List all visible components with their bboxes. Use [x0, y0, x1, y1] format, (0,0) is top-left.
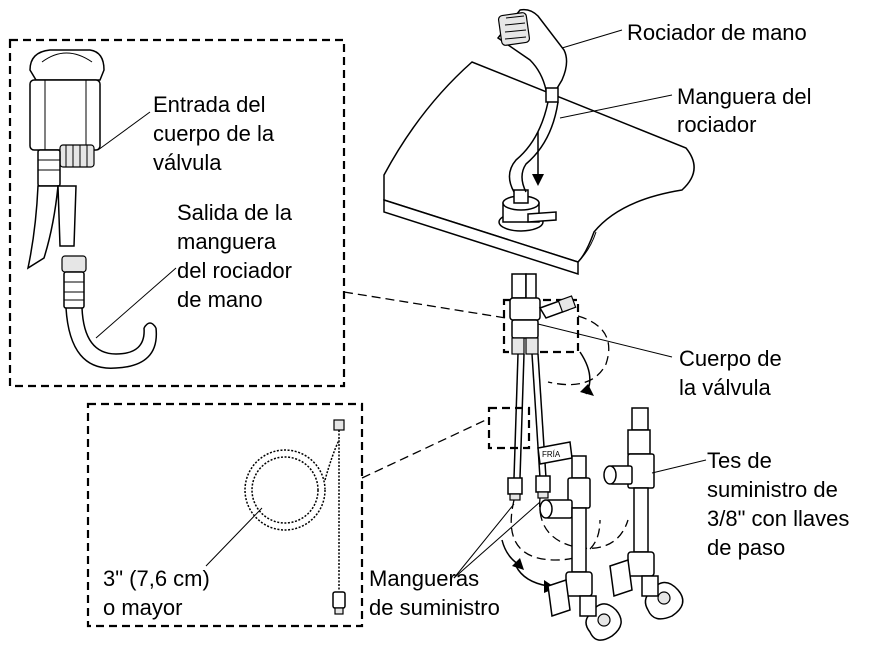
label-manguera-del-rociador: Manguera del rociador	[677, 84, 818, 137]
hose-focus-box	[487, 406, 531, 450]
sprayer-hose	[508, 101, 549, 193]
coiled-supply-hose	[244, 419, 346, 615]
label-tamano-manguera: 3" (7,6 cm) o mayor	[103, 566, 216, 620]
label-salida-manguera: Salida de la manguera del rociador de ma…	[177, 200, 298, 312]
leader-mangueras-2	[453, 501, 541, 579]
leader-entrada	[97, 111, 151, 151]
leader-cuerpo	[537, 323, 673, 358]
callout-line-valve	[343, 291, 507, 319]
leader-manguera	[559, 94, 673, 119]
supply-tee-left	[539, 455, 622, 641]
faucet-base	[498, 189, 557, 232]
leader-rociador	[561, 29, 623, 49]
label-rociador-de-mano: Rociador de mano	[627, 20, 807, 45]
insert-arrow	[532, 132, 544, 186]
inset-valve-detail	[8, 38, 346, 388]
supply-hoses: FRÍA	[507, 353, 573, 501]
label-entrada-cuerpo-valvula: Entrada del cuerpo de la válvula	[153, 92, 280, 175]
valve-body-closeup	[26, 49, 105, 270]
leader-mangueras-1	[453, 503, 515, 579]
inset-hose-frame	[86, 402, 364, 628]
valve-body	[509, 273, 577, 355]
inset-hose-detail	[86, 402, 364, 628]
label-cuerpo-de-la-valvula: Cuerpo de la válvula	[679, 346, 788, 400]
label-tes-de-suministro: Tes de suministro de 3/8" con llaves de …	[707, 448, 855, 560]
valve-focus-box	[502, 298, 580, 354]
leader-medida	[205, 507, 263, 567]
supply-tee-right	[603, 407, 684, 620]
hand-sprayer	[496, 8, 568, 103]
leader-salida	[95, 267, 177, 339]
rotate-arrow-top	[547, 315, 610, 396]
countertop	[383, 61, 695, 276]
cold-tag: FRÍA	[542, 450, 561, 459]
label-mangueras-de-suministro: Mangueras de suministro	[369, 566, 500, 620]
callout-line-hose	[361, 417, 491, 479]
leader-tes	[651, 459, 707, 474]
inset-valve-frame	[8, 38, 346, 388]
sprayer-hose-outlet-closeup	[61, 255, 158, 369]
